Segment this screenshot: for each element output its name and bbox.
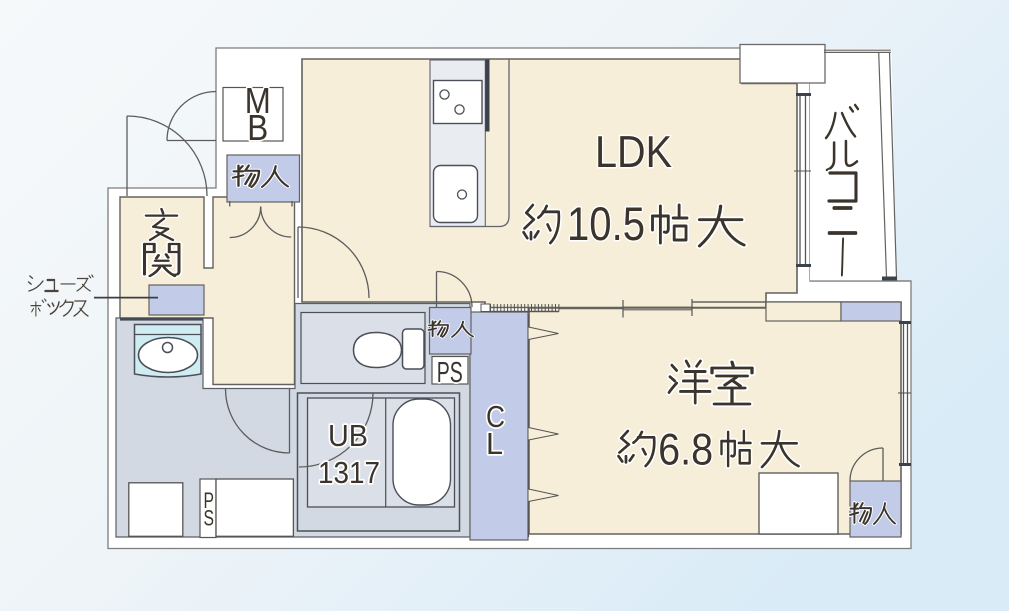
svg-text:L: L: [486, 427, 503, 461]
svg-text:6.8: 6.8: [658, 426, 713, 475]
svg-text:S: S: [203, 506, 214, 531]
svg-text:M: M: [245, 80, 271, 121]
svg-text:LDK: LDK: [595, 128, 672, 177]
svg-text:UB: UB: [328, 419, 368, 453]
svg-text:C: C: [486, 400, 505, 434]
svg-text:B: B: [247, 107, 268, 148]
svg-text:10.5: 10.5: [567, 197, 645, 250]
svg-text:P: P: [203, 488, 214, 513]
svg-text:1317: 1317: [318, 456, 380, 490]
svg-text:PS: PS: [437, 357, 463, 389]
